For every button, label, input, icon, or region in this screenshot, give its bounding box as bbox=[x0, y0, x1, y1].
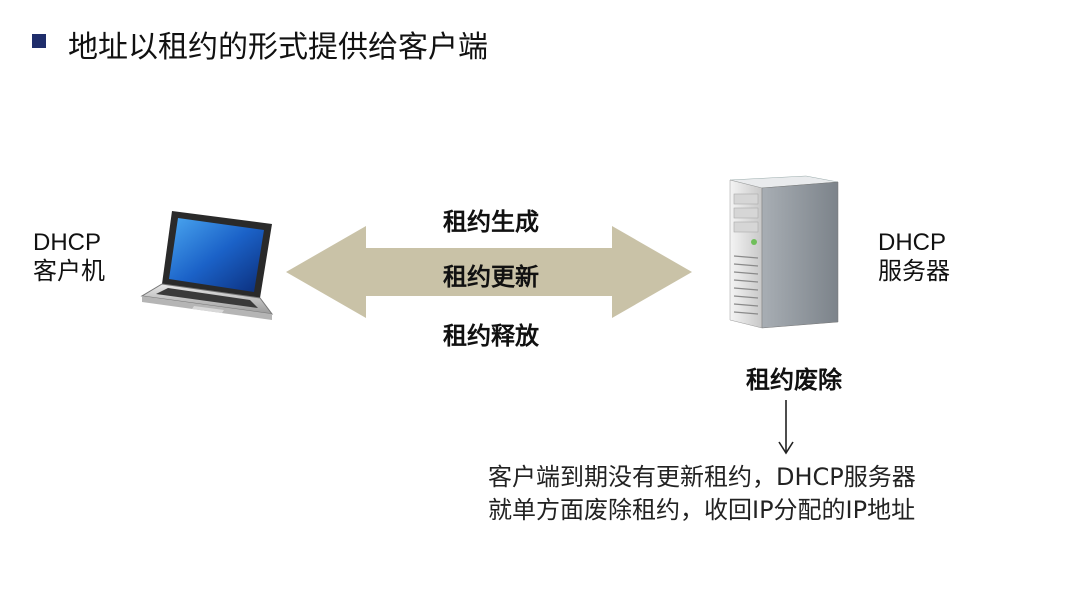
client-label: DHCP 客户机 bbox=[33, 228, 105, 286]
client-label-line1: DHCP bbox=[33, 229, 102, 256]
title-bullet-icon bbox=[32, 34, 46, 48]
server-tower-icon bbox=[729, 175, 839, 329]
lease-revoke-label: 租约废除 bbox=[746, 366, 842, 394]
page-title: 地址以租约的形式提供给客户端 bbox=[68, 30, 488, 65]
server-label-line1: DHCP bbox=[878, 229, 947, 256]
revoke-note-line1: 客户端到期没有更新租约，DHCP服务器 bbox=[488, 463, 916, 491]
operation-lease-release: 租约释放 bbox=[443, 322, 539, 350]
server-label-line2: 服务器 bbox=[878, 257, 950, 285]
operation-lease-create: 租约生成 bbox=[443, 208, 539, 236]
client-label-line2: 客户机 bbox=[33, 257, 105, 285]
double-arrow-icon bbox=[286, 226, 692, 318]
revoke-note-line2: 就单方面废除租约，收回IP分配的IP地址 bbox=[488, 496, 916, 524]
server-label: DHCP 服务器 bbox=[878, 228, 950, 286]
laptop-icon bbox=[140, 211, 274, 320]
down-arrow-icon bbox=[778, 400, 794, 455]
revoke-note: 客户端到期没有更新租约，DHCP服务器 就单方面废除租约，收回IP分配的IP地址 bbox=[488, 461, 916, 527]
operation-lease-renew: 租约更新 bbox=[443, 263, 539, 291]
